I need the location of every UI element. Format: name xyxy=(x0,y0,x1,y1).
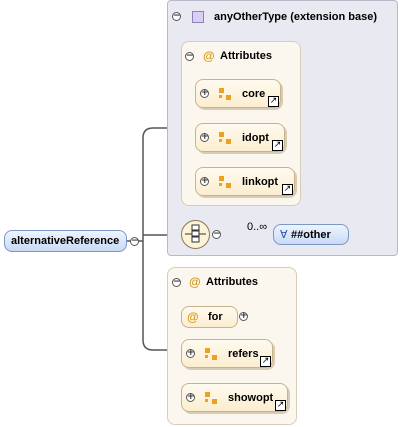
attribute-group-icon xyxy=(219,88,231,100)
sequence-icon xyxy=(185,224,206,243)
attr-ref-label: refers xyxy=(228,348,259,360)
root-element-alternativereference[interactable]: alternativeReference xyxy=(4,230,127,252)
expand-icon[interactable]: + xyxy=(186,392,195,402)
extension-collapse-icon[interactable]: − xyxy=(172,11,181,21)
expand-icon[interactable]: + xyxy=(200,132,209,142)
attributes-group-2-collapse-icon[interactable]: − xyxy=(172,277,181,287)
attribute-group-icon xyxy=(205,348,217,360)
attributes-group-1-title: Attributes xyxy=(220,50,272,62)
attr-ref-showopt[interactable]: + showopt ↗ xyxy=(181,383,288,412)
attr-ref-label: showopt xyxy=(228,392,274,404)
at-icon: @ xyxy=(189,275,201,289)
attr-ref-linkopt[interactable]: + linkopt ↗ xyxy=(195,167,295,196)
attr-ref-core[interactable]: + core ↗ xyxy=(195,79,281,108)
at-icon: @ xyxy=(203,49,215,63)
expand-icon[interactable]: + xyxy=(200,176,209,186)
occurrence-label: 0..∞ xyxy=(247,221,268,233)
attr-ref-label: linkopt xyxy=(242,176,279,188)
attr-ref-label: idopt xyxy=(242,132,269,144)
attribute-group-icon xyxy=(205,392,217,404)
attr-ref-refers[interactable]: + refers ↗ xyxy=(181,339,273,368)
attribute-for-expand-icon[interactable]: + xyxy=(239,311,248,321)
wildcard-label: ##other xyxy=(291,229,331,241)
attributes-group-2-title: Attributes xyxy=(206,276,258,288)
expand-icon[interactable]: + xyxy=(186,348,195,358)
root-collapse-icon[interactable]: − xyxy=(130,236,139,246)
extension-label: anyOtherType (extension base) xyxy=(214,11,378,23)
sequence-collapse-icon[interactable]: − xyxy=(212,229,221,239)
root-element-label: alternativeReference xyxy=(11,235,120,247)
link-arrow-icon[interactable]: ↗ xyxy=(282,184,293,195)
link-arrow-icon[interactable]: ↗ xyxy=(275,400,286,411)
attributes-group-1-collapse-icon[interactable]: − xyxy=(185,51,194,61)
at-icon: @ xyxy=(187,310,199,324)
attr-ref-label: core xyxy=(242,88,266,100)
any-wildcard-icon: ∀ xyxy=(280,228,288,241)
expand-icon[interactable]: + xyxy=(200,88,209,98)
link-arrow-icon[interactable]: ↗ xyxy=(268,96,279,107)
sequence-compositor[interactable] xyxy=(181,220,210,249)
attribute-group-icon xyxy=(219,176,231,188)
attribute-for[interactable]: @ for xyxy=(181,306,238,328)
link-arrow-icon[interactable]: ↗ xyxy=(272,140,283,151)
attribute-for-label: for xyxy=(208,311,223,323)
any-element-wildcard[interactable]: ∀ ##other xyxy=(273,224,349,245)
complex-type-icon xyxy=(192,11,204,23)
attr-ref-idopt[interactable]: + idopt ↗ xyxy=(195,123,285,152)
link-arrow-icon[interactable]: ↗ xyxy=(260,356,271,367)
attribute-group-icon xyxy=(219,132,231,144)
